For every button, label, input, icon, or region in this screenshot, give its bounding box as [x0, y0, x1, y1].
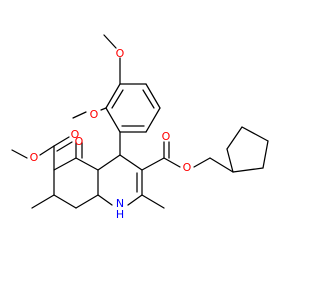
bond [53, 157, 77, 171]
bond [75, 157, 99, 171]
bond [105, 107, 121, 133]
atom-label-layer: O O O O O O O N H [30, 47, 192, 221]
bond [97, 154, 121, 171]
bond [193, 157, 211, 168]
bond [262, 140, 269, 169]
bond-layer [11, 34, 269, 209]
oxygen-atom-label: O [71, 128, 80, 141]
bond [100, 107, 107, 111]
bond [142, 89, 155, 109]
bond [232, 167, 264, 173]
bond [97, 194, 113, 206]
bond [141, 194, 165, 209]
bond [145, 83, 161, 109]
bond [145, 107, 161, 133]
oxygen-atom-label: O [30, 151, 39, 164]
bond [103, 34, 117, 49]
bond [31, 194, 55, 209]
oxygen-atom-label: O [75, 135, 84, 148]
bond [53, 136, 70, 147]
bond [119, 154, 143, 171]
bond [39, 145, 55, 156]
molecule-structure: O O O O O O O N H [11, 34, 269, 221]
bond [11, 149, 28, 159]
bond [105, 83, 121, 109]
bond [53, 194, 77, 209]
bond [111, 89, 124, 109]
bond [226, 148, 234, 173]
bond [56, 141, 73, 152]
bond [72, 111, 87, 119]
bond [226, 126, 243, 150]
bond [163, 157, 181, 168]
oxygen-atom-label: O [116, 47, 125, 60]
hydrogen-atom-label: H [116, 208, 124, 221]
oxygen-atom-label: O [90, 108, 99, 121]
bond [141, 157, 165, 171]
oxygen-atom-label: O [162, 130, 171, 143]
bond [209, 157, 234, 173]
bond [75, 194, 99, 209]
nitrogen-atom-label: N [116, 197, 124, 210]
bond [127, 194, 143, 206]
oxygen-atom-label: O [183, 161, 192, 174]
bond [241, 126, 269, 142]
